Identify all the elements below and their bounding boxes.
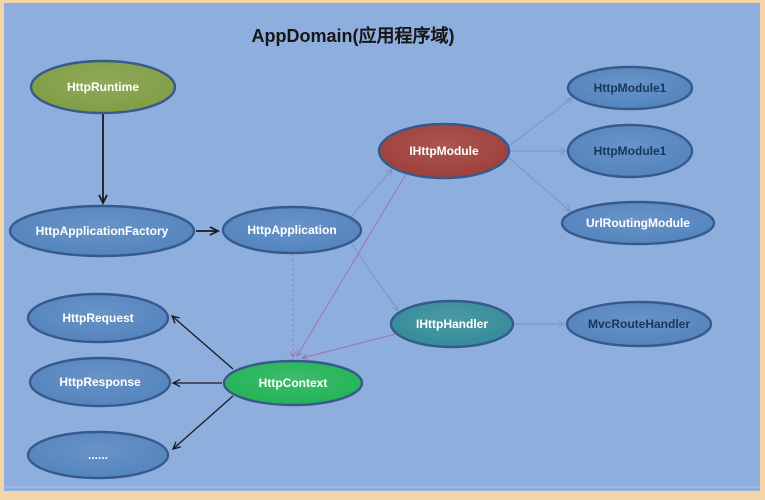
node-ihttphandler: IHttpHandler [389,299,515,349]
node-httprequest-shape [26,292,170,344]
edge-ihttphandler-to-mvcroutehandler-arrowhead-icon [557,320,566,328]
edge-httpapplication-to-ihttphandler [350,242,399,313]
node-mvcroutehandler-label: MvcRouteHandler [588,317,690,331]
edge-httpruntime-to-httpapplicationfactory [98,114,108,206]
edge-httpcontext-to-httpresponse-arrowhead-icon [171,378,181,388]
edge-ihttpmodule-to-urlroutingmodule-line [507,156,571,212]
edge-ihttpmodule-to-httpmodule1-top [508,97,574,147]
edge-httpapplication-to-ihttpmodule-arrowhead-icon [385,167,393,176]
node-httpresponse: HttpResponse [28,356,172,408]
edge-httpcontext-to-ellipsis-arrowhead-icon [171,441,181,450]
node-urlroutingmodule: UrlRoutingModule [560,200,716,246]
node-httpmodule1-mid: HttpModule1 [566,123,694,179]
edges-layer [98,97,574,450]
edge-httpcontext-to-httprequest-line [171,315,234,370]
edge-httpcontext-to-httprequest [170,315,234,370]
node-httpcontext: HttpContext [222,359,364,407]
node-ellipsis-shape [26,430,170,480]
node-urlroutingmodule-shape [560,200,716,246]
node-ihttpmodule-shape [377,122,511,180]
node-ihttpmodule: IHttpModule [377,122,511,180]
node-ihttphandler-shape [389,299,515,349]
edge-httpapplication-to-httpcontext [289,254,297,359]
edge-httpapplication-to-ihttphandler-arrowhead-icon [391,303,399,313]
node-httpmodule1-top-label: HttpModule1 [594,81,667,95]
edge-ihttpmodule-to-httpmodule1-mid [510,147,568,155]
edge-httpapplication-to-ihttphandler-line [350,242,399,312]
node-httpapplication-shape [221,205,363,255]
node-ellipsis: ...... [26,430,170,480]
node-mvcroutehandler: MvcRouteHandler [565,300,713,348]
node-ihttphandler-label: IHttpHandler [416,317,488,331]
diagram-title: AppDomain(应用程序域) [252,25,455,46]
node-mvcroutehandler-shape [565,300,713,348]
node-httpapplicationfactory-label: HttpApplicationFactory [36,224,169,238]
edge-ihttpmodule-to-httpmodule1-mid-arrowhead-icon [559,147,568,155]
node-httpruntime-shape [29,59,177,115]
node-httpruntime-label: HttpRuntime [67,80,139,94]
node-ellipsis-label: ...... [88,448,108,462]
node-httpresponse-label: HttpResponse [59,375,141,389]
edge-httpapplicationfactory-to-httpapplication [196,226,221,236]
edge-ihttphandler-to-httpcontext [300,333,397,360]
node-httpmodule1-top-shape [566,65,694,111]
node-httpmodule1-top: HttpModule1 [566,65,694,111]
edge-httpcontext-to-httprequest-arrowhead-icon [170,315,180,324]
node-httpcontext-shape [222,359,364,407]
edge-ihttpmodule-to-httpcontext [296,173,407,357]
edge-ihttphandler-to-mvcroutehandler [514,320,566,328]
edge-httpapplication-to-httpcontext-arrowhead-icon [289,351,297,359]
node-ihttpmodule-label: IHttpModule [409,144,479,158]
edge-httpcontext-to-ellipsis [171,395,234,450]
node-httprequest-label: HttpRequest [62,311,133,325]
node-httpruntime: HttpRuntime [29,59,177,115]
node-httpapplication: HttpApplication [221,205,363,255]
edge-ihttphandler-to-httpcontext-arrowhead-icon [300,353,308,360]
edge-httpruntime-to-httpapplicationfactory-arrowhead-icon [98,194,108,206]
edge-ihttpmodule-to-httpcontext-line [296,173,407,357]
node-httpmodule1-mid-label: HttpModule1 [594,144,667,158]
edge-httpapplicationfactory-to-httpapplication-arrowhead-icon [209,226,221,236]
node-httpresponse-shape [28,356,172,408]
node-urlroutingmodule-label: UrlRoutingModule [586,216,690,230]
edge-ihttpmodule-to-urlroutingmodule [507,156,572,212]
node-httprequest: HttpRequest [26,292,170,344]
edge-ihttpmodule-to-urlroutingmodule-arrowhead-icon [563,204,572,212]
edge-ihttpmodule-to-httpmodule1-top-line [508,97,573,147]
edge-httpapplication-to-ihttpmodule-line [349,168,393,219]
edge-httpapplication-to-ihttpmodule [349,167,393,219]
node-httpcontext-label: HttpContext [259,376,328,390]
edge-ihttpmodule-to-httpmodule1-top-arrowhead-icon [565,97,574,105]
edge-ihttphandler-to-httpcontext-line [301,333,397,359]
edge-httpcontext-to-ellipsis-line [172,395,234,450]
node-httpapplicationfactory-shape [8,204,196,258]
node-httpmodule1-mid-shape [566,123,694,179]
node-httpapplication-label: HttpApplication [247,223,336,237]
node-httpapplicationfactory: HttpApplicationFactory [8,204,196,258]
edge-httpcontext-to-httpresponse [171,378,222,388]
edge-ihttpmodule-to-httpcontext-arrowhead-icon [296,349,303,357]
